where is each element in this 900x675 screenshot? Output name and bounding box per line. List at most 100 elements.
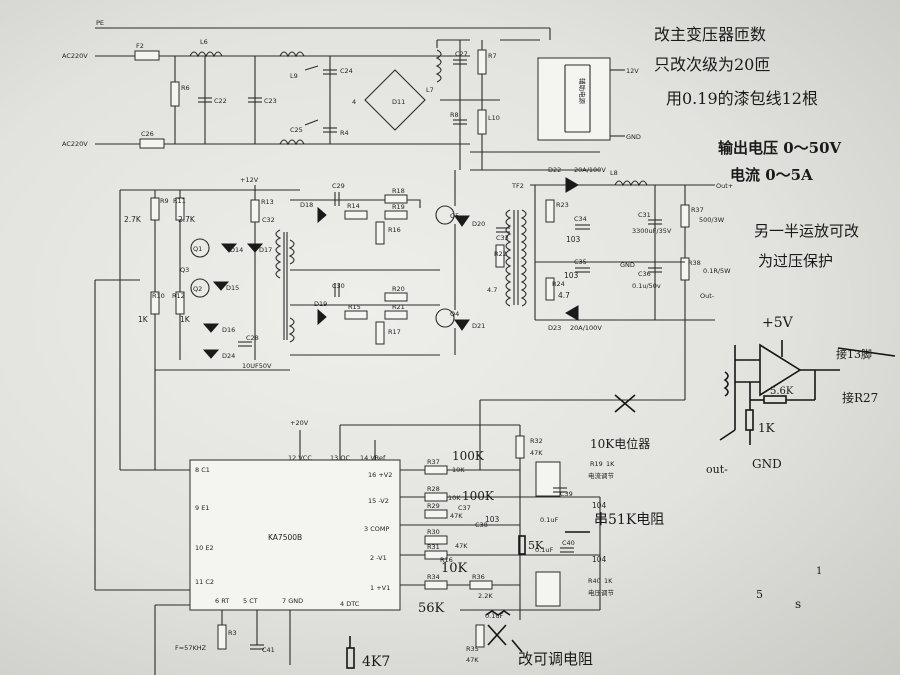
label-l6: L6 — [200, 38, 208, 46]
resistor-r19 — [384, 210, 408, 220]
label-d19: D19 — [314, 300, 327, 308]
label-c34: C34 — [574, 215, 587, 223]
resistor-r36 — [469, 580, 493, 590]
label-d24: D24 — [222, 352, 235, 360]
hw-resistor-5k — [518, 535, 526, 555]
resistor-r16 — [375, 221, 385, 245]
diode-d17 — [246, 243, 264, 253]
label-103-b: 103 — [564, 271, 579, 280]
hw-10k: 10K — [441, 561, 468, 576]
ic-pin-10: 10 E2 — [195, 544, 214, 552]
ic-pin-15: 15 -V2 — [368, 497, 389, 505]
resistor-r21 — [384, 310, 408, 320]
hw-note-2: 只改次级为20匝 — [654, 55, 770, 74]
label-r24: R24 — [552, 280, 565, 288]
label-out-minus: Out- — [700, 292, 715, 300]
label-c39-value: 0.1uF — [540, 516, 558, 524]
label-c29: C29 — [332, 182, 345, 190]
ic-pin-8: 8 C1 — [195, 466, 210, 474]
tf2-primary — [505, 209, 512, 307]
label-q3: Q3 — [180, 266, 189, 274]
hw-note-3: 用0.19的漆包线12根 — [666, 89, 818, 108]
label-c36: C36 — [638, 270, 651, 278]
resistor-r6 — [170, 81, 180, 107]
inductor-l9 — [279, 51, 305, 58]
label-1k-a: 1K — [138, 315, 149, 324]
label-r35-value: 47K — [466, 656, 479, 664]
label-f2: F2 — [136, 42, 144, 50]
label-d23: D23 — [548, 324, 561, 332]
label-r8: L10 — [488, 114, 500, 122]
aux-12v-label: 12V — [626, 67, 639, 75]
label-d17: D17 — [259, 246, 272, 254]
hw-pot-10k: 10K电位器 — [590, 436, 650, 451]
aux-gnd-label: GND — [626, 133, 641, 141]
resistor-r31 — [424, 550, 448, 560]
label-r19: R19 — [392, 203, 405, 211]
label-d18: D18 — [300, 201, 313, 209]
hw-note-1: 改主变压器匝数 — [654, 25, 766, 44]
label-q1: Q1 — [193, 245, 202, 253]
resistor-r37-load — [680, 204, 690, 228]
diode-d22 — [565, 177, 579, 193]
resistor-r32 — [515, 435, 525, 459]
label-r14: R14 — [347, 202, 360, 210]
ic-pin-1: 1 +V1 — [370, 584, 390, 592]
label-c27: C27 — [455, 50, 468, 58]
hw-to-r27: 接R27 — [842, 390, 878, 405]
hw-note-adjust: 改可调电阻 — [518, 650, 593, 668]
label-l7: L7 — [426, 86, 434, 94]
diode-d24 — [202, 349, 220, 359]
label-r11: R11 — [173, 197, 186, 205]
diode-d14 — [220, 243, 238, 253]
aux-power-box — [537, 57, 611, 141]
diode-d21 — [454, 319, 470, 331]
label-r32-value: 47K — [530, 449, 543, 457]
label-r36: R36 — [472, 573, 485, 581]
label-r37-fb-value: 10K — [452, 466, 465, 474]
label-r29: R29 — [427, 502, 440, 510]
hw-to-pin13: 接13脚 — [836, 347, 872, 361]
ac-top-label: AC220V — [62, 52, 88, 60]
resistor-r28 — [424, 492, 448, 502]
pwm-controller-section: KA7500B 8 C1 9 E1 10 E2 11 C2 12 VCC 13 … — [94, 279, 520, 675]
label-d11: D11 — [392, 98, 405, 106]
resistor-r12 — [175, 291, 185, 315]
label-l10: C25 — [290, 126, 303, 134]
label-103-a: 103 — [566, 235, 581, 244]
label-c30: C30 — [332, 282, 345, 290]
label-c40-value: 0.1uF — [535, 546, 553, 554]
hw-100k: 100K — [452, 449, 485, 463]
label-c25: R4 — [340, 129, 349, 137]
hw-note-5: 电流 0～5A — [730, 166, 813, 184]
label-d16: D16 — [222, 326, 235, 334]
label-r37-load: R37 — [691, 206, 704, 214]
label-2k7-a: 2.7K — [124, 215, 142, 224]
hw-100k-b: 100K — [462, 489, 495, 503]
hw-1k: 1K — [758, 421, 776, 435]
hw-resistor-4k7 — [346, 647, 355, 669]
label-r37-value: 500/3W — [699, 216, 725, 224]
opamp-symbol — [759, 343, 802, 397]
ic-pin-4: 4 DTC — [340, 600, 360, 608]
resistor-r23 — [545, 199, 555, 223]
diode-d16 — [202, 323, 220, 333]
label-r40-value: 1K — [604, 577, 613, 585]
resistor-r8 — [477, 109, 487, 135]
secondary-output-section: D22 20A/100V L8 Out+ R23 C34 103 C31 330… — [470, 166, 733, 401]
label-1k-b: 1K — [180, 315, 191, 324]
label-r16-fb: R16 — [440, 556, 453, 564]
label-2k7-b: 2.7K — [178, 215, 196, 224]
hw-56k: 5.6K — [770, 386, 794, 397]
resistor-r7 — [477, 49, 487, 75]
label-gnd-secondary: GND — [620, 261, 635, 269]
label-c32: C32 — [262, 216, 275, 224]
resistor-r10 — [150, 291, 160, 315]
label-c22: C22 — [214, 97, 227, 105]
resistor-r14 — [344, 210, 368, 220]
ic-pin-3: 3 COMP — [364, 525, 389, 533]
label-c31: C31 — [638, 211, 651, 219]
ic-pin-9: 9 E1 — [195, 504, 209, 512]
mosfet-q5 — [435, 205, 455, 225]
